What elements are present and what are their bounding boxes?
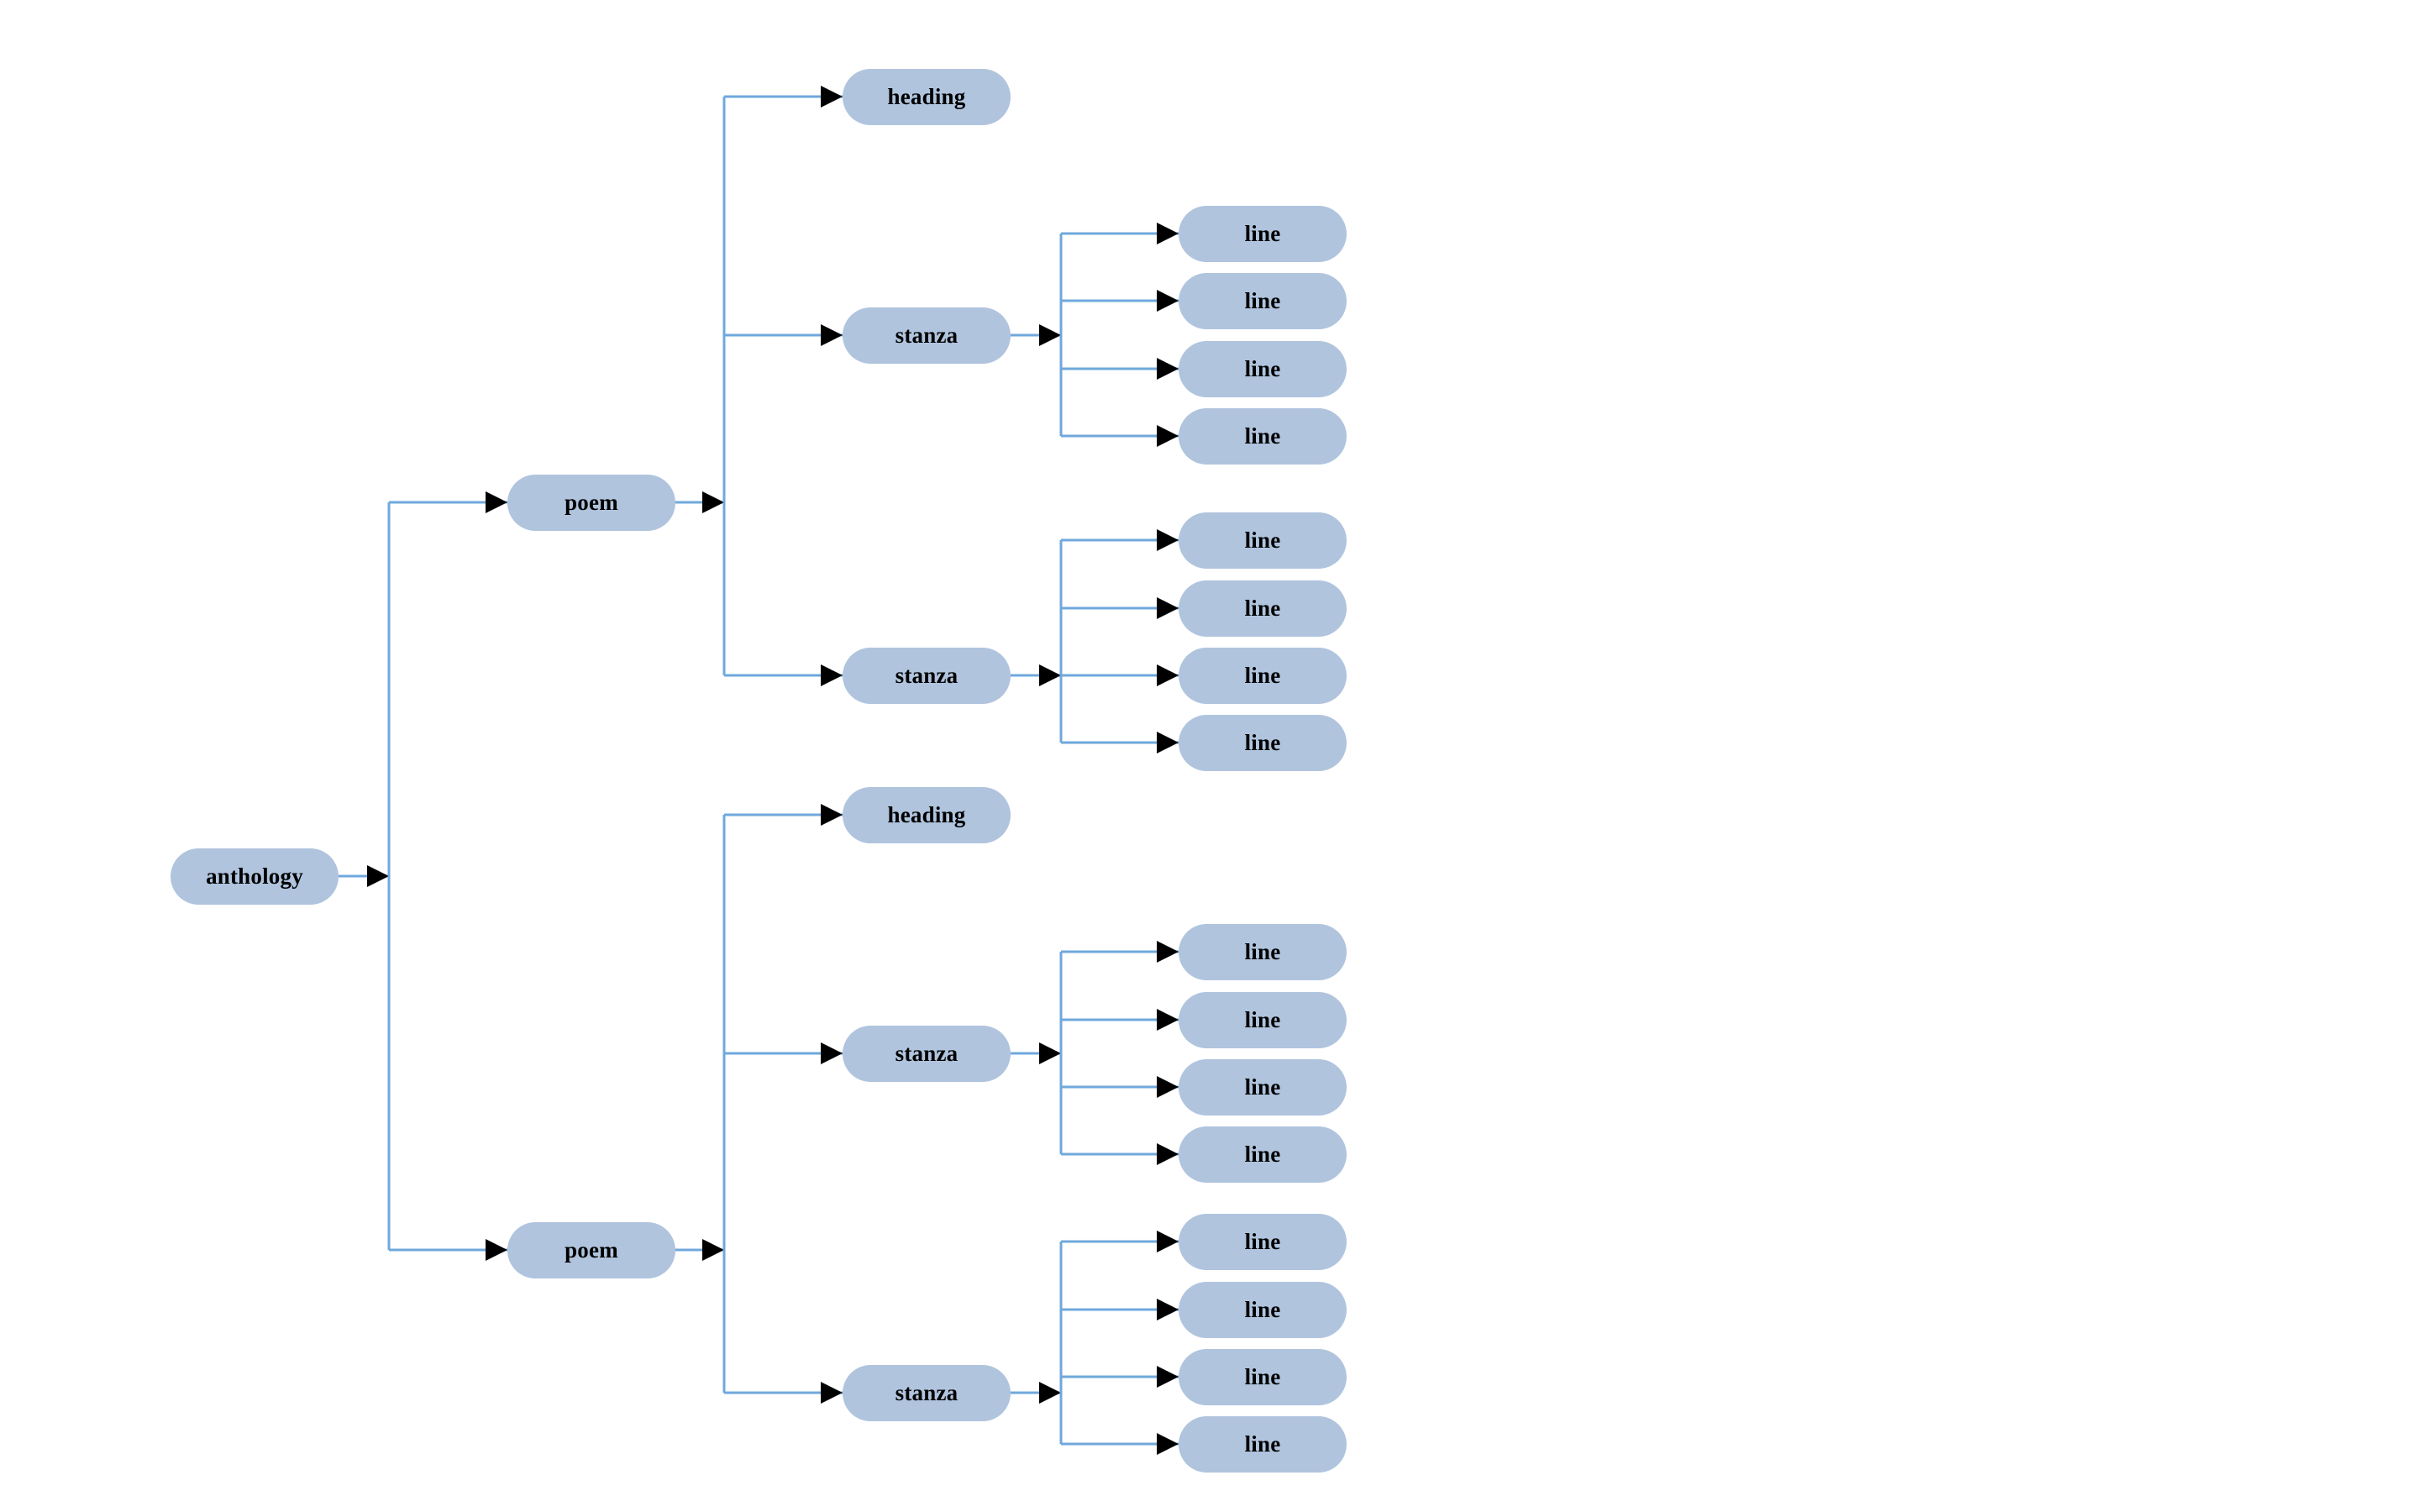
node-label-poem-1: poem	[565, 490, 618, 515]
node-line-2-1-1[interactable]: line	[1179, 924, 1347, 980]
node-label-line-2-2-2: line	[1244, 1297, 1281, 1322]
node-label-poem-2-stanza-1: stanza	[895, 1041, 959, 1066]
node-label-line-1-1-1: line	[1244, 221, 1281, 246]
node-line-1-1-1[interactable]: line	[1179, 206, 1347, 262]
node-label-poem-2: poem	[565, 1237, 618, 1263]
edge-arrowhead-poem-2-stanza-2-children-0	[1157, 1231, 1179, 1252]
node-label-line-1-2-4: line	[1244, 730, 1281, 755]
node-line-1-1-2[interactable]: line	[1179, 273, 1347, 329]
edge-arrowhead-poem-1-children-2	[821, 664, 843, 686]
node-line-2-1-2[interactable]: line	[1179, 992, 1347, 1048]
edge-arrowhead-poem-2-stanza-1-children-trunk	[1039, 1042, 1061, 1064]
edge-arrowhead-poem-2-stanza-2-children-1	[1157, 1299, 1179, 1320]
edge-arrowhead-poem-2-stanza-2-children-3	[1157, 1433, 1179, 1455]
node-label-poem-1-heading: heading	[887, 84, 966, 109]
node-label-line-2-2-4: line	[1244, 1431, 1281, 1457]
edge-arrowhead-poem-1-stanza-2-children-1	[1157, 597, 1179, 619]
node-poem-2-heading[interactable]: heading	[843, 787, 1011, 843]
node-poem-1-stanza-1[interactable]: stanza	[843, 307, 1011, 364]
node-poem-2-stanza-2[interactable]: stanza	[843, 1365, 1011, 1421]
node-line-1-2-4[interactable]: line	[1179, 715, 1347, 771]
edge-arrowhead-poem-2-stanza-1-children-1	[1157, 1009, 1179, 1031]
node-line-1-2-2[interactable]: line	[1179, 580, 1347, 637]
node-label-line-2-2-3: line	[1244, 1364, 1281, 1389]
edge-arrowhead-anthology-children-0	[486, 491, 507, 513]
edge-arrowhead-poem-1-stanza-2-children-0	[1157, 529, 1179, 551]
node-anthology[interactable]: anthology	[171, 848, 339, 905]
edge-arrowhead-poem-1-stanza-1-children-1	[1157, 290, 1179, 312]
edge-arrowhead-poem-2-children-2	[821, 1382, 843, 1404]
edge-arrowhead-poem-1-stanza-2-children-2	[1157, 664, 1179, 686]
edge-arrowhead-poem-1-children-0	[821, 86, 843, 108]
node-poem-2-stanza-1[interactable]: stanza	[843, 1026, 1011, 1082]
node-label-poem-1-stanza-2: stanza	[895, 663, 959, 688]
node-line-2-1-4[interactable]: line	[1179, 1126, 1347, 1183]
node-line-2-2-1[interactable]: line	[1179, 1214, 1347, 1270]
edge-arrowhead-poem-1-stanza-1-children-3	[1157, 425, 1179, 447]
edge-arrowhead-poem-2-stanza-1-children-2	[1157, 1076, 1179, 1098]
node-label-poem-1-stanza-1: stanza	[895, 323, 959, 348]
edge-arrowhead-poem-2-children-1	[821, 1042, 843, 1064]
node-line-1-1-3[interactable]: line	[1179, 341, 1347, 397]
node-label-poem-2-stanza-2: stanza	[895, 1380, 959, 1405]
edge-arrowhead-poem-1-stanza-2-children-trunk	[1039, 664, 1061, 686]
node-label-line-1-2-1: line	[1244, 528, 1281, 553]
edge-arrowhead-poem-2-children-0	[821, 804, 843, 826]
edge-arrowhead-poem-2-stanza-2-children-2	[1157, 1366, 1179, 1388]
node-poem-1[interactable]: poem	[507, 475, 675, 531]
edge-arrowhead-anthology-children-1	[486, 1239, 507, 1261]
node-poem-1-heading[interactable]: heading	[843, 69, 1011, 125]
node-line-2-1-3[interactable]: line	[1179, 1059, 1347, 1116]
node-line-1-2-1[interactable]: line	[1179, 512, 1347, 569]
edge-arrowhead-poem-1-stanza-1-children-0	[1157, 223, 1179, 244]
node-label-line-2-1-2: line	[1244, 1007, 1281, 1032]
edge-arrowhead-poem-2-stanza-2-children-trunk	[1039, 1382, 1061, 1404]
node-label-line-2-1-1: line	[1244, 939, 1281, 964]
edge-arrowhead-poem-1-stanza-1-children-trunk	[1039, 324, 1061, 346]
node-poem-2[interactable]: poem	[507, 1222, 675, 1278]
edge-arrowhead-poem-2-stanza-1-children-3	[1157, 1143, 1179, 1165]
node-line-2-2-4[interactable]: line	[1179, 1416, 1347, 1473]
node-label-poem-2-heading: heading	[887, 802, 966, 827]
node-label-line-1-2-2: line	[1244, 596, 1281, 621]
edge-arrowhead-anthology-children-trunk	[367, 865, 389, 887]
node-label-line-2-1-4: line	[1244, 1142, 1281, 1167]
node-label-line-2-1-3: line	[1244, 1074, 1281, 1100]
node-poem-1-stanza-2[interactable]: stanza	[843, 648, 1011, 704]
node-line-2-2-2[interactable]: line	[1179, 1282, 1347, 1338]
edge-arrowhead-poem-2-stanza-1-children-0	[1157, 941, 1179, 963]
node-label-line-2-2-1: line	[1244, 1229, 1281, 1254]
node-line-1-1-4[interactable]: line	[1179, 408, 1347, 465]
edge-arrowhead-poem-1-stanza-2-children-3	[1157, 732, 1179, 753]
edge-arrowhead-poem-1-stanza-1-children-2	[1157, 358, 1179, 380]
node-label-line-1-1-2: line	[1244, 288, 1281, 313]
edge-arrowhead-poem-2-children-trunk	[702, 1239, 724, 1261]
node-line-2-2-3[interactable]: line	[1179, 1349, 1347, 1405]
node-label-line-1-1-3: line	[1244, 356, 1281, 381]
edge-arrowhead-poem-1-children-trunk	[702, 491, 724, 513]
node-label-anthology: anthology	[206, 864, 303, 889]
node-line-1-2-3[interactable]: line	[1179, 648, 1347, 704]
node-label-line-1-1-4: line	[1244, 423, 1281, 449]
edge-arrowhead-poem-1-children-1	[821, 324, 843, 346]
node-label-line-1-2-3: line	[1244, 663, 1281, 688]
